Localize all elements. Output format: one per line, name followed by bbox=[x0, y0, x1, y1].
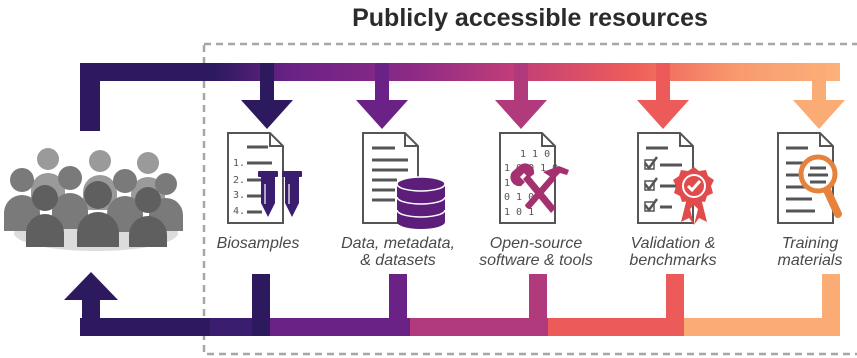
public-resources-border bbox=[202, 42, 857, 356]
label-line: Training bbox=[781, 235, 839, 252]
label-line: & datasets bbox=[360, 252, 436, 269]
resource-label-data: Data, metadata, & datasets bbox=[328, 235, 468, 269]
svg-text:3.: 3. bbox=[233, 190, 245, 201]
resource-label-biosamples: Biosamples bbox=[188, 235, 328, 252]
svg-text:0 1 0: 0 1 0 bbox=[504, 192, 534, 203]
label-line: software & tools bbox=[479, 252, 593, 269]
label-line: Open-source bbox=[489, 235, 583, 252]
people-group-icon bbox=[4, 148, 183, 251]
svg-text:1.: 1. bbox=[233, 158, 245, 169]
document-with-magnifier-icon bbox=[777, 132, 842, 224]
binary-document-with-tools-icon: 1 1 0 1 0 0 1 0 1 1 0 0 1 0 1 0 1 bbox=[499, 132, 569, 224]
label-line: materials bbox=[777, 252, 843, 269]
svg-text:2.: 2. bbox=[233, 175, 245, 186]
resource-label-training: Training materials bbox=[740, 235, 857, 269]
top-flow-arrow bbox=[80, 63, 845, 131]
bottom-flow-arrow bbox=[64, 272, 840, 336]
svg-text:1 0 1: 1 0 1 bbox=[504, 207, 534, 218]
document-with-database-icon bbox=[362, 132, 446, 229]
svg-text:4.: 4. bbox=[233, 206, 245, 217]
label-line: Validation & bbox=[630, 235, 716, 252]
checklist-document-with-badge-icon bbox=[637, 132, 714, 225]
diagram-title: Publicly accessible resources bbox=[352, 4, 708, 32]
resource-label-software: Open-source software & tools bbox=[466, 235, 606, 269]
label-line: benchmarks bbox=[629, 252, 717, 269]
svg-text:1 1 0: 1 1 0 bbox=[520, 149, 550, 160]
label-line: Data, metadata, bbox=[341, 235, 455, 252]
label-line: Biosamples bbox=[216, 235, 300, 252]
list-document-with-test-tubes-icon: 1. 2. 3. 4. bbox=[227, 132, 302, 224]
resource-label-validation: Validation & benchmarks bbox=[603, 235, 743, 269]
